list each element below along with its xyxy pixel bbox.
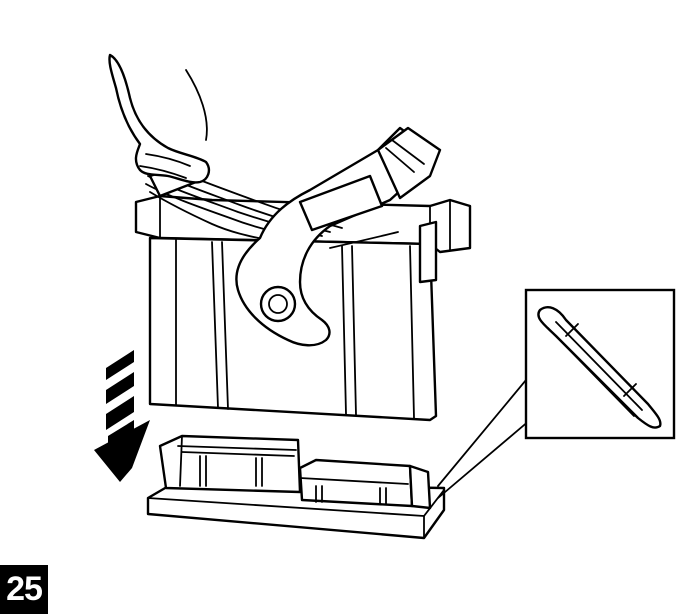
socket-board (146, 434, 446, 540)
callout-lines (437, 379, 531, 499)
locking-lever (235, 126, 442, 347)
down-arrow-icon (94, 350, 150, 482)
step-number-badge: 25 (0, 565, 48, 614)
tool-detail-box (524, 288, 676, 440)
screwdriver-icon (537, 306, 662, 429)
